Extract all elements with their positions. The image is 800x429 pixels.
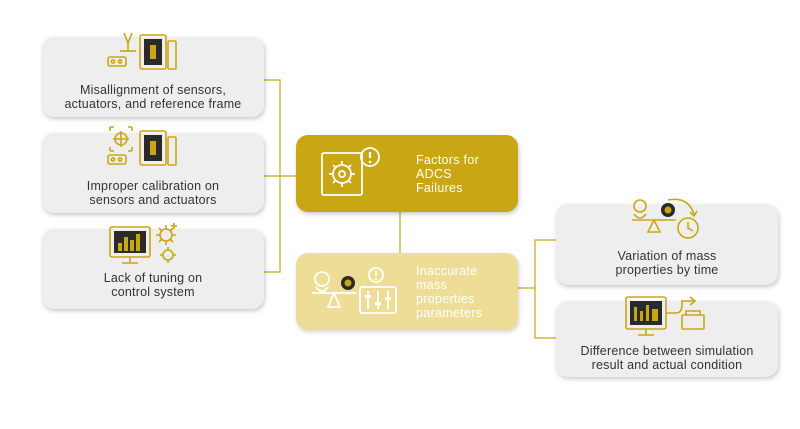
antenna-chip-icon [107,32,177,70]
gear-alert-icon [321,147,380,196]
screen-arrow-icon [625,296,705,336]
balance-clock-icon [632,198,699,239]
monitor-gears-icon [109,223,177,264]
left-factor-label-1: Misallignment of sensors,actuators, and … [64,83,242,111]
balance-sliders-icon [312,267,397,314]
right-bracket-line [534,239,556,339]
left-factor-card-1: Misallignment of sensors,actuators, and … [42,32,264,117]
target-chip-icon [107,126,177,166]
